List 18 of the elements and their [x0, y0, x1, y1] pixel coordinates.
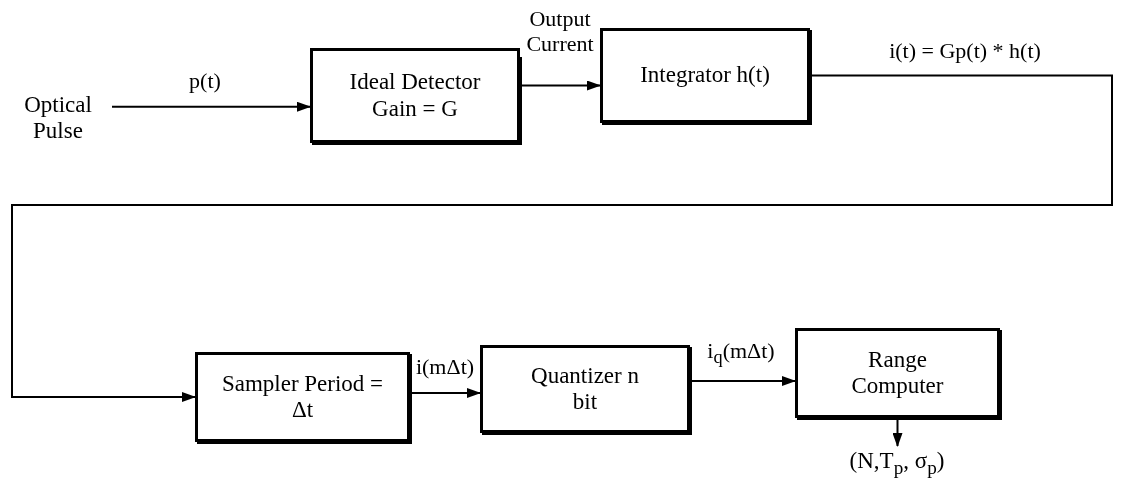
process-box	[795, 328, 1000, 418]
box-label: Sampler Period = Δt	[220, 370, 385, 424]
process-box	[195, 352, 410, 442]
box-label: Integrator h(t)	[640, 62, 770, 89]
arrow	[689, 376, 796, 386]
signal-label: Optical Pulse	[23, 91, 93, 145]
process-box	[310, 48, 520, 143]
arrow	[892, 417, 903, 447]
process-box	[600, 28, 810, 123]
box-label: Quantizer n bit	[530, 362, 640, 416]
arrow	[11, 74, 1113, 402]
arrow	[409, 388, 481, 398]
box-label: Ideal Detector Gain = G	[348, 69, 482, 122]
signal-label: (N,T$_{p}$, σ$_{p}$)	[849, 447, 945, 479]
arrow	[519, 80, 601, 91]
process-box	[480, 345, 690, 433]
box-label: Range Computer	[850, 346, 945, 400]
arrow	[111, 101, 311, 112]
